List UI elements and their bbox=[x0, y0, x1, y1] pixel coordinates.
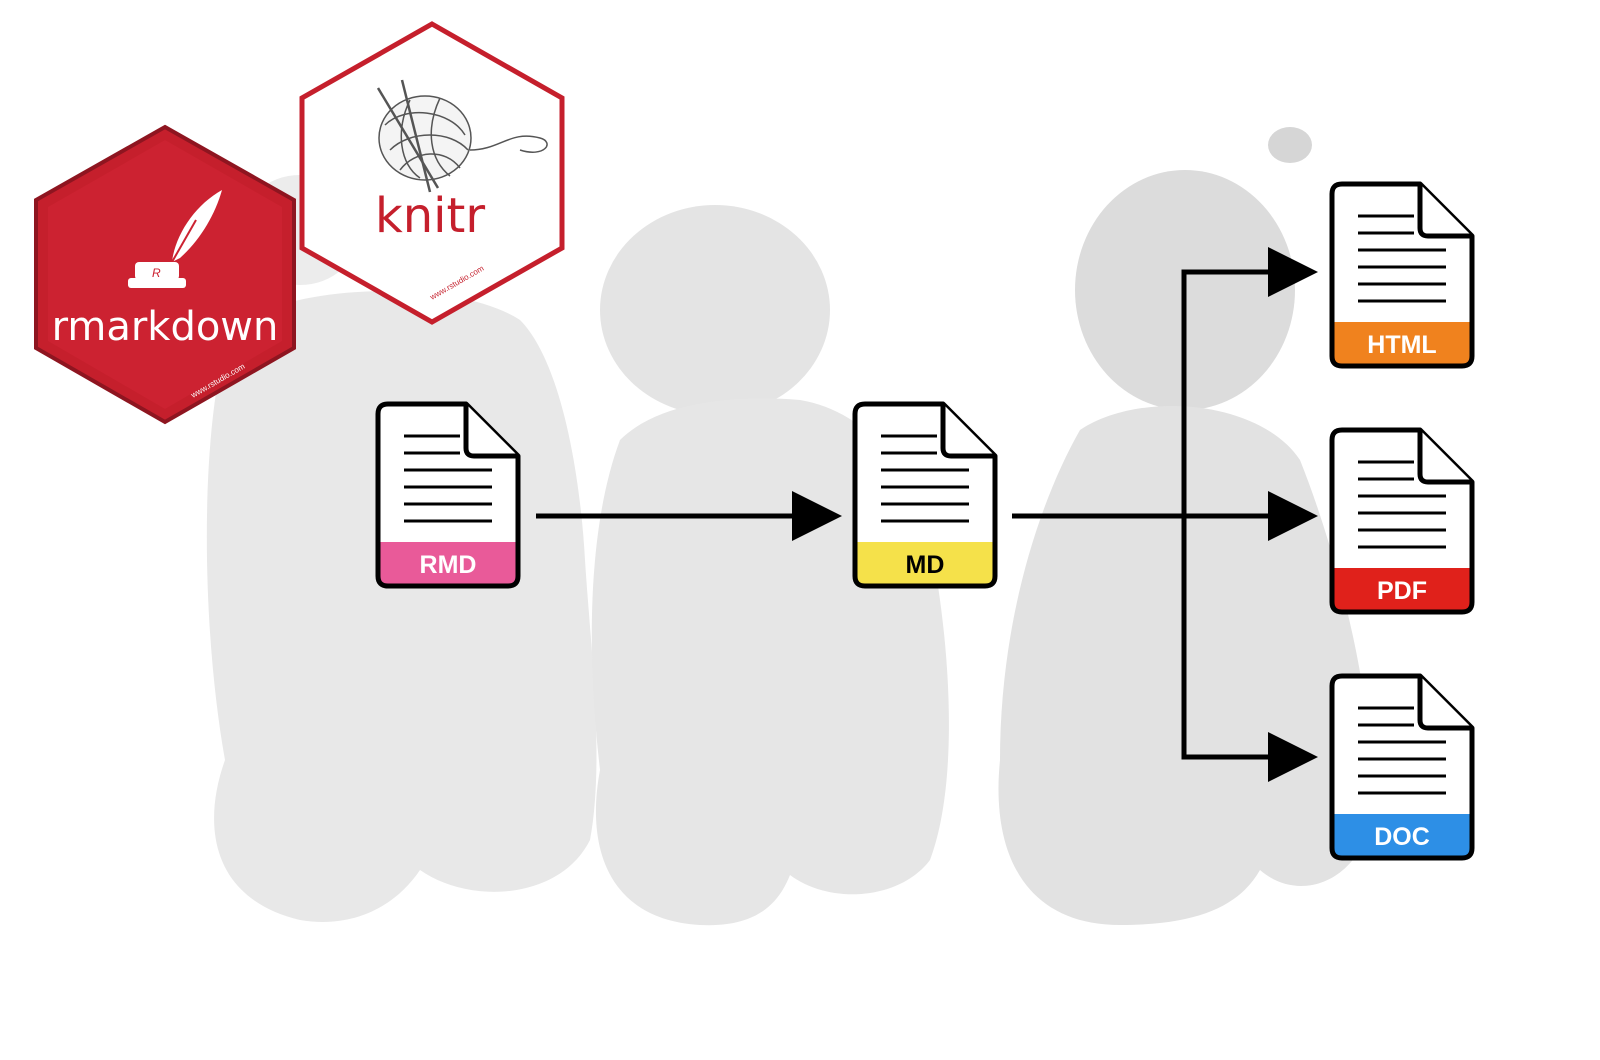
arrow-md-to-doc bbox=[1181, 516, 1318, 782]
md-label-band bbox=[855, 542, 995, 586]
html-label-band bbox=[1332, 322, 1472, 366]
doc-label-band bbox=[1332, 814, 1472, 858]
pdf-file-label: PDF bbox=[1377, 577, 1427, 605]
rmarkdown-logo-text: rmarkdown bbox=[52, 304, 279, 350]
pdf-label-band bbox=[1332, 568, 1472, 612]
doc-file-icon: DOC bbox=[1329, 673, 1475, 861]
knitr-logo: knitr www.rstudio.com bbox=[299, 21, 565, 325]
flow-arrows bbox=[536, 247, 1318, 782]
html-file-icon: HTML bbox=[1329, 181, 1475, 369]
html-file-label: HTML bbox=[1367, 331, 1436, 359]
quill-pen-icon: R bbox=[128, 190, 222, 288]
arrow-md-to-html bbox=[1181, 247, 1318, 516]
page-fold-icon bbox=[940, 404, 995, 459]
pdf-file-icon: PDF bbox=[1329, 427, 1475, 615]
document-icons: RMD MD HTML PDF DOC bbox=[375, 181, 1475, 861]
yarn-ball-icon bbox=[376, 79, 548, 193]
rmd-file-icon: RMD bbox=[375, 401, 521, 589]
doc-file-label: DOC bbox=[1374, 823, 1430, 851]
rmd-file-label: RMD bbox=[420, 551, 477, 579]
page-fold-icon bbox=[1417, 184, 1472, 239]
md-file-label: MD bbox=[906, 551, 945, 579]
page-fold-icon bbox=[463, 404, 518, 459]
page-fold-icon bbox=[1417, 676, 1472, 731]
knitr-logo-text: knitr bbox=[375, 188, 485, 244]
rmarkdown-logo: R rmarkdown www.rstudio.com bbox=[34, 124, 296, 425]
page-fold-icon bbox=[1417, 430, 1472, 485]
md-file-icon: MD bbox=[852, 401, 998, 589]
rmd-label-band bbox=[378, 542, 518, 586]
svg-text:R: R bbox=[152, 266, 161, 280]
